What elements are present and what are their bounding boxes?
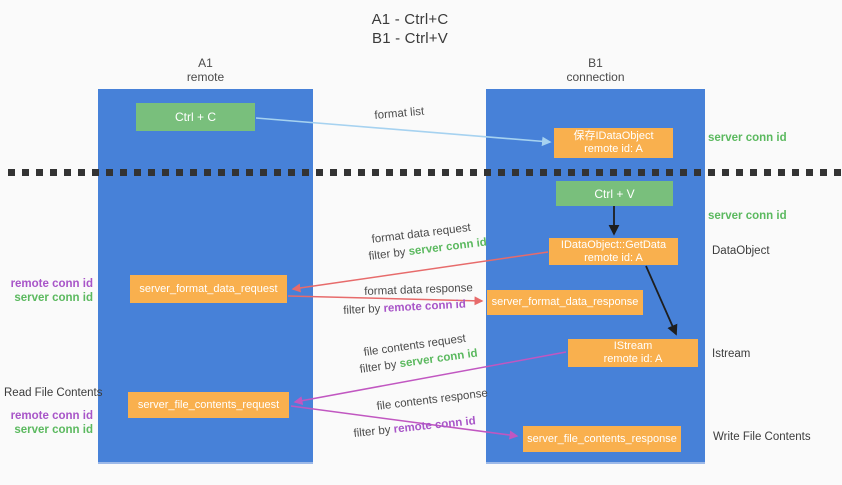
label-read-file-contents: Read File Contents xyxy=(4,387,103,399)
server-format-data-request-box: server_format_data_request xyxy=(130,275,287,303)
label-server-conn-id-2: server conn id xyxy=(14,424,93,436)
remote-conn-id-text: remote conn id xyxy=(383,298,467,315)
server-format-data-response-box: server_format_data_response xyxy=(487,290,643,315)
title-line-2: B1 - Ctrl+V xyxy=(372,30,448,47)
filter-by-text: filter by xyxy=(359,358,398,376)
label-server-conn-id-mid: server conn id xyxy=(708,210,787,222)
label-istream: Istream xyxy=(712,348,751,360)
save-idataobject-box: 保存IDataObject remote id: A xyxy=(554,128,673,158)
lane-b1-subtitle: connection xyxy=(566,70,625,84)
title-line-1: A1 - Ctrl+C xyxy=(371,11,449,28)
label-server-conn-id-1: server conn id xyxy=(14,292,93,304)
label-remote-conn-id-2: remote conn id xyxy=(10,410,93,422)
server-file-contents-request-label: server_file_contents_request xyxy=(137,398,280,411)
server-format-data-response-label: server_format_data_response xyxy=(491,296,639,308)
lane-a1-subtitle: remote xyxy=(186,70,225,84)
session-divider-dotted-line xyxy=(8,169,842,176)
lane-a1-title: A1 xyxy=(198,56,213,70)
label-conn-ids-file: remote conn id server conn id xyxy=(9,409,93,437)
server-file-contents-request-box: server_file_contents_request xyxy=(128,392,289,418)
ctrl-v-box: Ctrl + V xyxy=(556,181,673,206)
diagram-title: A1 - Ctrl+C B1 - Ctrl+V xyxy=(330,10,490,48)
lane-header-a1: A1 remote xyxy=(98,56,313,84)
server-format-data-request-label: server_format_data_request xyxy=(139,282,278,295)
ctrl-c-label: Ctrl + C xyxy=(174,110,216,124)
idataobject-getdata-box: IDataObject::GetData remote id: A xyxy=(549,238,678,265)
ctrl-c-box: Ctrl + C xyxy=(136,103,255,131)
label-conn-ids-format: remote conn id server conn id xyxy=(9,277,93,305)
save-idataobject-line1: 保存IDataObject xyxy=(573,130,654,142)
filter-by-text: filter by xyxy=(343,303,381,317)
getdata-line2: remote id: A xyxy=(584,251,643,264)
istream-line2: remote id: A xyxy=(603,353,663,365)
label-file-contents-response: file contents response xyxy=(376,387,489,413)
label-filter-by-remote-conn-id-2: filter by remote conn id xyxy=(353,415,476,440)
filter-by-text: filter by xyxy=(368,246,407,263)
label-remote-conn-id-1: remote conn id xyxy=(10,278,93,290)
label-format-list: format list xyxy=(374,105,425,122)
lane-header-b1: B1 connection xyxy=(486,56,705,84)
server-file-contents-response-box: server_file_contents_response xyxy=(523,426,681,452)
ctrl-v-label: Ctrl + V xyxy=(594,186,635,201)
remote-conn-id-text: remote conn id xyxy=(393,415,477,436)
label-dataobject: DataObject xyxy=(712,245,770,257)
lane-b1-title: B1 xyxy=(588,56,603,70)
save-idataobject-line2: remote id: A xyxy=(584,143,643,155)
filter-by-text: filter by xyxy=(353,424,392,440)
server-file-contents-response-label: server_file_contents_response xyxy=(527,432,677,445)
label-filter-by-remote-conn-id-1: filter by remote conn id xyxy=(343,299,466,317)
label-format-data-response: format data response xyxy=(364,282,474,298)
istream-line1: IStream xyxy=(613,340,653,352)
label-server-conn-id-top: server conn id xyxy=(708,132,787,144)
label-write-file-contents: Write File Contents xyxy=(713,431,811,443)
getdata-line1: IDataObject::GetData xyxy=(560,238,667,251)
istream-box: IStream remote id: A xyxy=(568,339,698,367)
